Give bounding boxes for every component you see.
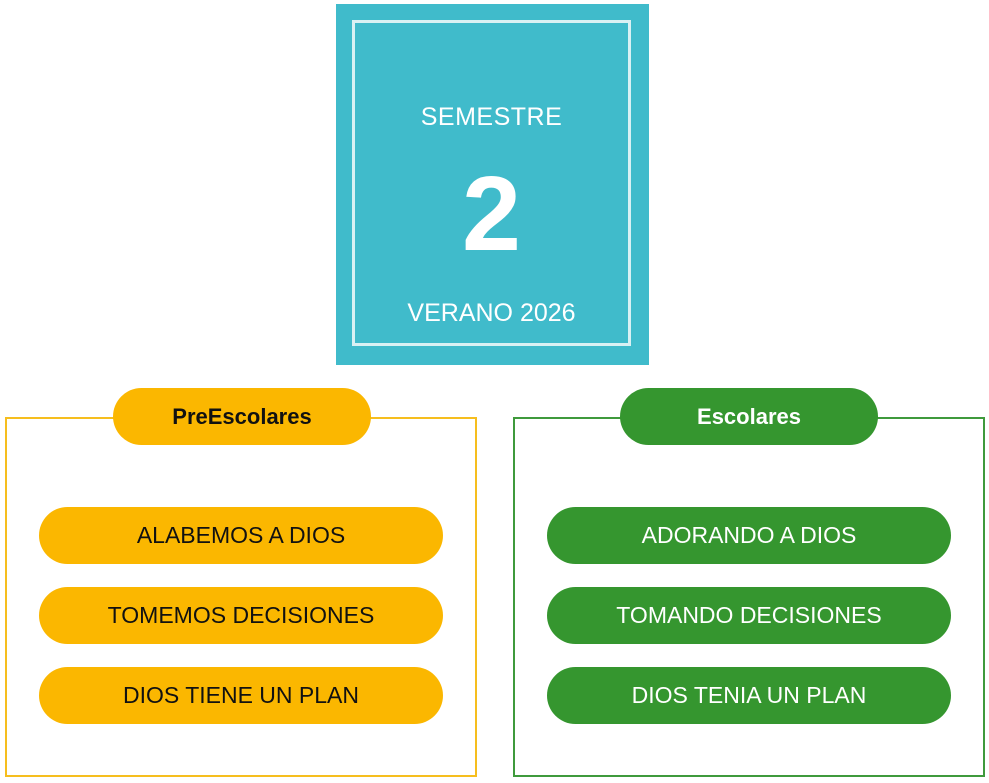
escolares-item: ADORANDO A DIOS (547, 507, 951, 564)
semester-number: 2 (462, 155, 521, 273)
semester-card-frame: SEMESTRE 2 VERANO 2026 (352, 20, 631, 346)
semester-season: VERANO 2026 (407, 299, 576, 327)
escolares-item: TOMANDO DECISIONES (547, 587, 951, 644)
escolares-header: Escolares (620, 388, 878, 445)
preescolares-item: DIOS TIENE UN PLAN (39, 667, 443, 724)
semester-label: SEMESTRE (420, 103, 563, 131)
escolares-item: DIOS TENIA UN PLAN (547, 667, 951, 724)
preescolares-item: TOMEMOS DECISIONES (39, 587, 443, 644)
semester-card: SEMESTRE 2 VERANO 2026 (336, 4, 649, 365)
preescolares-item: ALABEMOS A DIOS (39, 507, 443, 564)
preescolares-header: PreEscolares (113, 388, 371, 445)
